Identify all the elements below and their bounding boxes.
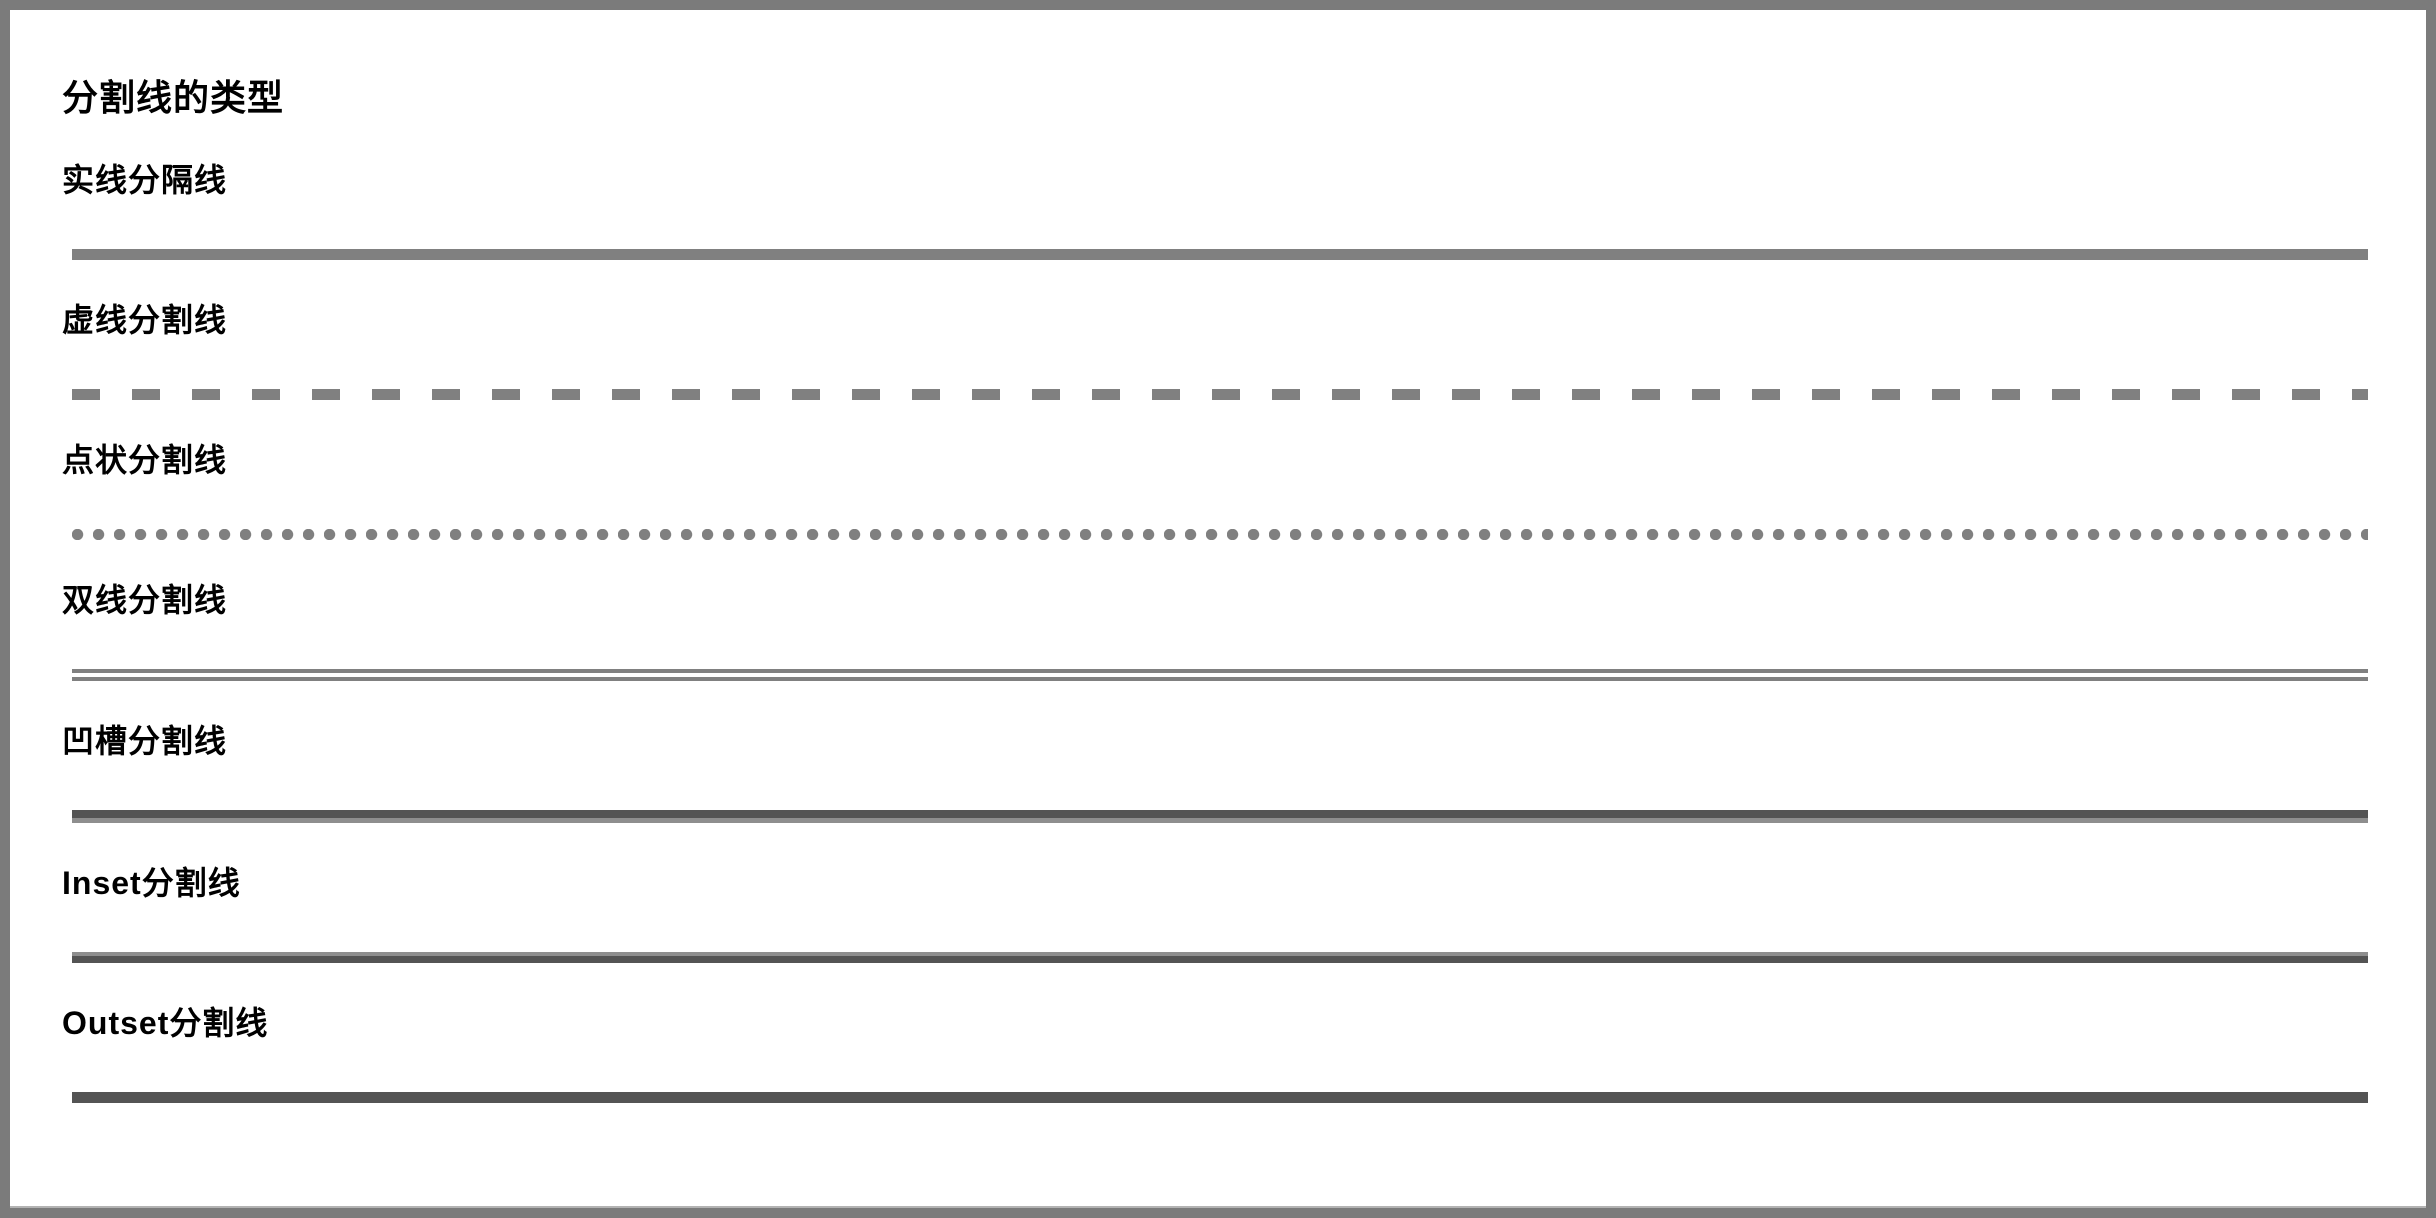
divider-line-double bbox=[72, 669, 2368, 681]
page-title: 分割线的类型 bbox=[62, 77, 285, 118]
divider-line-outset bbox=[72, 1092, 2368, 1103]
divider-section-dotted: 点状分割线 bbox=[62, 440, 2368, 540]
divider-line-solid bbox=[72, 249, 2368, 260]
divider-line-inset bbox=[72, 952, 2368, 963]
divider-section-solid: 实线分隔线 bbox=[62, 160, 2368, 260]
divider-label: 双线分割线 bbox=[62, 582, 228, 618]
divider-label: 凹槽分割线 bbox=[62, 723, 228, 759]
page: 分割线的类型 实线分隔线虚线分割线点状分割线双线分割线凹槽分割线 Inset分割线… bbox=[10, 10, 2426, 1208]
divider-line-dotted bbox=[72, 529, 2368, 540]
divider-line-groove bbox=[72, 810, 2368, 823]
divider-section-inset: Inset分割线 bbox=[62, 863, 2368, 963]
divider-label: 实线分隔线 bbox=[62, 162, 228, 198]
divider-section-groove: 凹槽分割线 bbox=[62, 721, 2368, 823]
divider-line-dashed bbox=[72, 389, 2368, 400]
divider-section-outset: Outset分割线 bbox=[62, 1003, 2368, 1103]
divider-label: Inset分割线 bbox=[62, 865, 241, 901]
divider-list: 实线分隔线虚线分割线点状分割线双线分割线凹槽分割线 Inset分割线 Outset分… bbox=[62, 160, 2368, 1103]
divider-label: Outset分割线 bbox=[62, 1005, 269, 1041]
divider-section-dashed: 虚线分割线 bbox=[62, 300, 2368, 400]
divider-label: 点状分割线 bbox=[62, 442, 228, 478]
divider-label: 虚线分割线 bbox=[62, 302, 228, 338]
divider-section-double: 双线分割线 bbox=[62, 580, 2368, 681]
